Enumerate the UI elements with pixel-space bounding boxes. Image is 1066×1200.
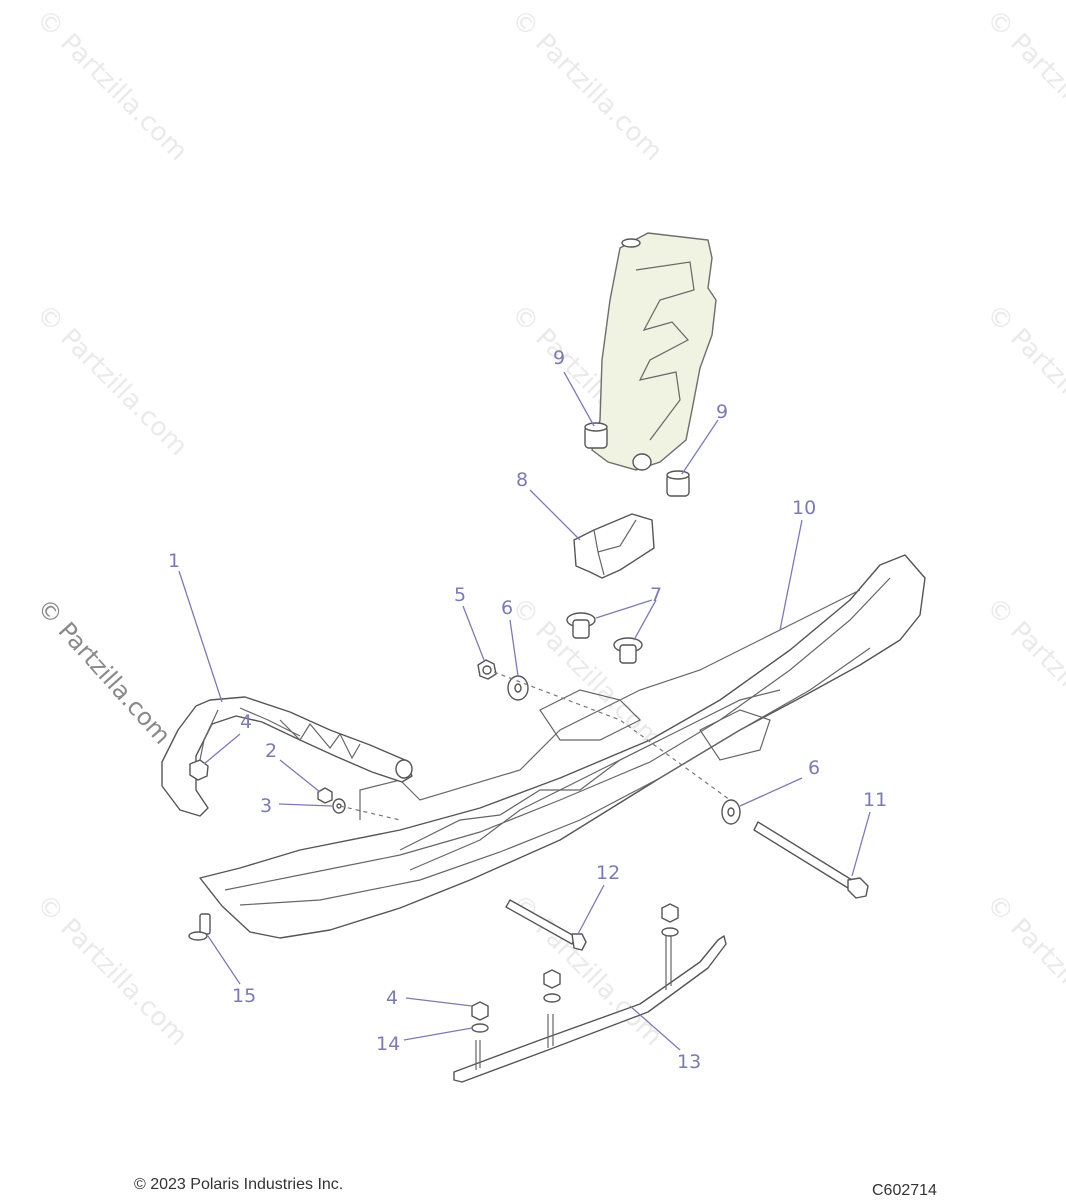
callout-9-right[interactable]: 9 xyxy=(716,401,728,423)
wear-bar-washer-part-3 xyxy=(661,927,679,937)
rivet-part xyxy=(188,913,211,941)
bolt-alignment-line-2 xyxy=(339,805,401,821)
callout-6-lower[interactable]: 6 xyxy=(808,757,820,779)
callouts: 1 2 3 4 4 5 6 6 7 8 9 9 10 11 12 13 14 1… xyxy=(168,347,887,1073)
callout-11[interactable]: 11 xyxy=(863,789,887,811)
callout-4-loop-nut[interactable]: 4 xyxy=(240,711,252,733)
leader-7b xyxy=(633,599,657,641)
leader-10 xyxy=(779,519,803,631)
nut-part xyxy=(477,659,497,680)
leader-6b xyxy=(739,777,803,807)
callout-9-left[interactable]: 9 xyxy=(553,347,565,369)
small-nut-part xyxy=(317,787,333,804)
leader-3 xyxy=(278,803,333,807)
leader-12 xyxy=(577,884,605,935)
callout-7[interactable]: 7 xyxy=(650,584,662,606)
watermark-3: © Partzilla.com xyxy=(980,4,1066,167)
leader-7a xyxy=(595,599,653,619)
watermark-9: © Partzilla.com xyxy=(980,592,1066,755)
small-washer-part xyxy=(332,798,346,814)
flange-bushing-part-lower xyxy=(613,637,643,664)
spindle-part xyxy=(591,232,717,471)
callout-12[interactable]: 12 xyxy=(596,862,620,884)
watermark-7: © Partzilla.com xyxy=(32,593,177,749)
watermark-1: © Partzilla.com xyxy=(30,4,193,167)
wear-bar-washer-part-2 xyxy=(543,993,561,1003)
ski-part xyxy=(199,554,926,939)
callout-2[interactable]: 2 xyxy=(265,740,277,762)
drawing-code: C602714 xyxy=(872,1182,937,1199)
callout-13[interactable]: 13 xyxy=(677,1051,701,1073)
callout-6-upper[interactable]: 6 xyxy=(501,597,513,619)
long-bolt-part xyxy=(753,821,869,899)
bolt-alignment-line xyxy=(493,671,731,801)
callout-4-wear-bar-nut[interactable]: 4 xyxy=(386,987,398,1009)
washer-part-upper xyxy=(507,675,529,701)
leader-13 xyxy=(629,1005,681,1051)
callout-1[interactable]: 1 xyxy=(168,550,180,572)
leader-4b xyxy=(405,997,473,1007)
callout-8[interactable]: 8 xyxy=(516,469,528,491)
leader-lines xyxy=(178,371,871,1051)
callout-10[interactable]: 10 xyxy=(792,497,816,519)
wear-bar-part xyxy=(453,935,727,1083)
watermark-12: © Partzilla.com xyxy=(980,889,1066,1052)
leader-14 xyxy=(403,1027,473,1041)
leader-4a xyxy=(203,733,241,765)
callout-14[interactable]: 14 xyxy=(376,1033,400,1055)
leader-8 xyxy=(529,489,581,541)
watermark-6: © Partzilla.com xyxy=(980,299,1066,462)
leader-9b xyxy=(681,419,719,475)
watermark-2: © Partzilla.com xyxy=(505,4,668,167)
wear-bar-nut-part-3 xyxy=(661,903,679,923)
watermarks: © Partzilla.com © Partzilla.com © Partzi… xyxy=(30,4,1066,1052)
wear-bar-nut-part-1 xyxy=(471,1001,489,1021)
leader-6a xyxy=(509,619,519,677)
flange-bushing-part-upper xyxy=(566,612,596,639)
leader-1 xyxy=(178,570,223,703)
wear-bar-nut-part-2 xyxy=(543,969,561,989)
bushing-part-right xyxy=(666,470,690,497)
copyright-notice: © 2023 Polaris Industries Inc. xyxy=(134,1176,344,1193)
washer-part-lower xyxy=(721,799,741,825)
watermark-10: © Partzilla.com xyxy=(30,889,193,1052)
bushing-part-left xyxy=(584,422,608,449)
ski-loop-part xyxy=(161,696,413,817)
wear-bar-washer-part-1 xyxy=(471,1023,489,1033)
leader-9a xyxy=(563,371,595,427)
watermark-4: © Partzilla.com xyxy=(30,299,193,462)
leader-5 xyxy=(462,605,485,661)
leader-2 xyxy=(279,759,321,793)
leader-15 xyxy=(207,935,241,985)
callout-15[interactable]: 15 xyxy=(232,985,256,1007)
callout-5[interactable]: 5 xyxy=(454,584,466,606)
damper-block-part xyxy=(573,513,655,579)
loop-nut-part xyxy=(189,759,209,781)
callout-3[interactable]: 3 xyxy=(260,795,272,817)
short-bolt-part xyxy=(505,899,587,951)
leader-11 xyxy=(851,811,871,877)
